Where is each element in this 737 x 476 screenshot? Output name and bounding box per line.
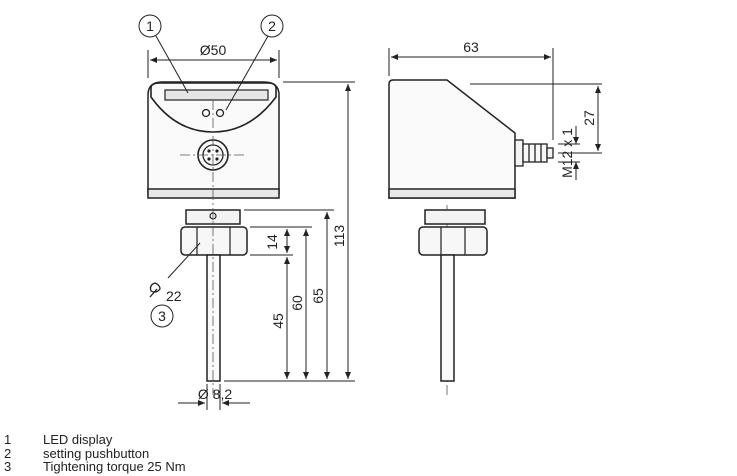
legend-description: LED display bbox=[43, 432, 113, 447]
legend-number: 1 bbox=[4, 432, 12, 447]
display-window bbox=[150, 82, 277, 133]
front-housing bbox=[147, 81, 280, 195]
dim-probe-length: 45 bbox=[270, 313, 286, 329]
side-probe bbox=[440, 254, 455, 382]
side-housing bbox=[388, 79, 516, 199]
dim-height-65: 65 bbox=[310, 288, 326, 304]
side-collar bbox=[424, 209, 486, 225]
dim-total-height: 113 bbox=[331, 225, 347, 248]
side-view bbox=[388, 79, 554, 382]
dim-total-width: 63 bbox=[463, 39, 479, 55]
callout-2-balloon bbox=[260, 14, 284, 38]
callout-2-number: 2 bbox=[268, 18, 276, 34]
setting-pushbutton bbox=[201, 108, 211, 118]
front-base-band bbox=[147, 188, 280, 199]
technical-drawing: 1 2 3 Ø50 63 27 M12 x 1 113 65 60 14 45 … bbox=[138, 14, 602, 410]
legend: 1 LED display 2 setting pushbutton 3 Tig… bbox=[4, 433, 404, 474]
legend-description: Tightening torque 25 Nm bbox=[43, 459, 186, 474]
side-hex-nut bbox=[418, 226, 488, 256]
front-view bbox=[147, 81, 280, 382]
dim-connector-offset: 27 bbox=[581, 110, 597, 126]
legend-item: 2 setting pushbutton bbox=[4, 445, 404, 461]
wrench-icon bbox=[149, 282, 161, 298]
dim-connector-thread: M12 x 1 bbox=[559, 128, 575, 178]
callout-3-balloon bbox=[150, 304, 174, 328]
hex-nut bbox=[180, 226, 248, 256]
legend-number: 2 bbox=[4, 445, 12, 461]
callout-1-balloon bbox=[138, 14, 162, 38]
dim-probe-diameter: Ø 8,2 bbox=[198, 386, 232, 402]
dim-nut-height: 14 bbox=[264, 234, 280, 250]
legend-item: 1 LED display bbox=[4, 433, 404, 447]
callout-1-number: 1 bbox=[146, 18, 154, 34]
callout-3-number: 3 bbox=[158, 308, 166, 324]
dim-body-diameter: Ø50 bbox=[200, 42, 227, 58]
probe bbox=[206, 254, 221, 382]
dim-wrench-size: 22 bbox=[166, 288, 182, 304]
legend-description: setting pushbutton bbox=[43, 445, 150, 461]
dim-height-60: 60 bbox=[289, 295, 305, 311]
m12-connector bbox=[514, 139, 554, 167]
side-base-band bbox=[388, 188, 516, 199]
setting-pushbutton-2 bbox=[215, 108, 225, 118]
legend-item: 3 Tightening torque 25 Nm bbox=[4, 460, 404, 474]
led-display bbox=[164, 89, 269, 101]
legend-number: 3 bbox=[4, 459, 12, 474]
